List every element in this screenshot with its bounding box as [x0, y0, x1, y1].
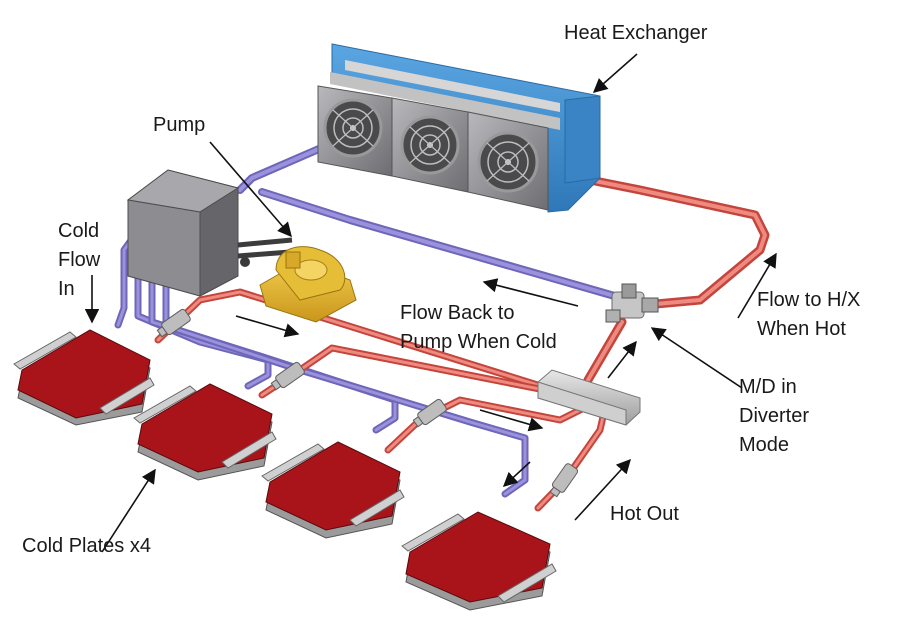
cold-plate-2 — [133, 383, 277, 481]
manifold — [537, 369, 641, 426]
heat-exchanger — [317, 43, 601, 213]
fan-3 — [467, 111, 549, 211]
fan-2 — [391, 97, 469, 193]
arrow-icon — [737, 252, 777, 319]
flow-back-label: Flow Back to Pump When Cold — [400, 302, 557, 353]
arrow-icon — [650, 327, 743, 389]
flow-to-hx-label: Flow to H/X When Hot — [757, 289, 861, 340]
arrow-icon — [101, 468, 156, 553]
cold-plates-label: Cold Plates x4 — [22, 535, 151, 557]
fan-1 — [317, 85, 393, 177]
cold-plate-3 — [261, 441, 405, 539]
pump-label: Pump — [153, 114, 206, 136]
annotation-arrows — [84, 53, 777, 553]
pump — [237, 237, 357, 323]
arrow-icon — [574, 458, 631, 521]
cold-plate-1 — [13, 329, 155, 426]
md-diverter-label: M/D in Diverter Mode — [739, 376, 810, 456]
arrow-icon — [502, 461, 531, 487]
hot-out-label: Hot Out — [610, 503, 679, 525]
arrow-icon — [209, 141, 292, 238]
diverter-valve — [605, 283, 659, 323]
heat-exchanger-label: Heat Exchanger — [564, 22, 708, 44]
cold-flow-in-label: Cold Flow In — [58, 220, 101, 300]
inline-connectors — [156, 308, 579, 498]
arrow-icon — [607, 340, 637, 379]
arrow-icon — [482, 278, 579, 307]
cold-plate-4 — [401, 511, 557, 611]
reservoir — [126, 169, 250, 297]
arrow-icon — [235, 315, 300, 338]
arrow-icon — [592, 53, 638, 93]
arrow-icon — [479, 409, 544, 432]
